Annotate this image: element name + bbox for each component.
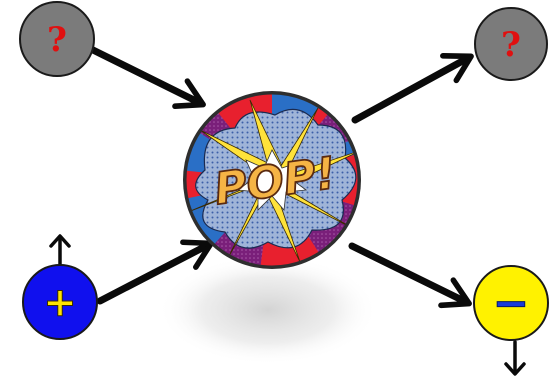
input-bottom-node: + (23, 265, 97, 339)
input-top-label: ? (47, 20, 67, 60)
output-top-node: ? (475, 8, 547, 80)
output-top-label: ? (501, 25, 521, 65)
output-bottom-node: − (474, 266, 548, 340)
input-bottom-label: + (43, 279, 77, 326)
input-top-node: ? (20, 2, 94, 76)
arrow-output-top (355, 58, 468, 120)
arrow-input-top (93, 50, 200, 103)
output-bottom-label: − (493, 278, 530, 329)
center-shadow (158, 255, 378, 365)
